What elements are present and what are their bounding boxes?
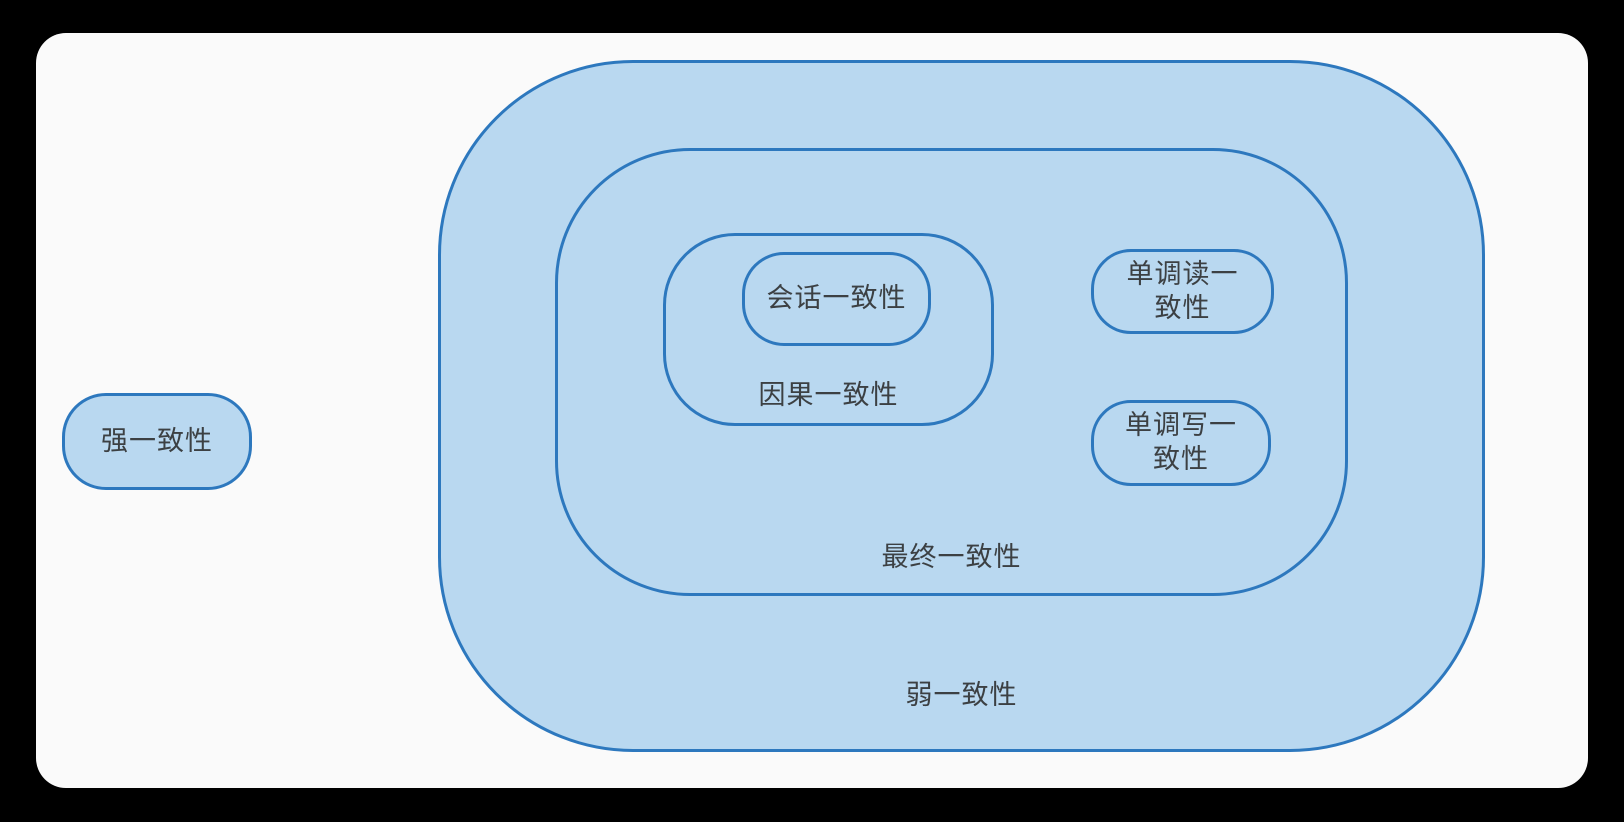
node-causal-consistency[interactable]: 因果一致性 会话一致性 (663, 233, 994, 426)
strong-consistency-label: 强一致性 (101, 425, 213, 456)
monotonic-write-consistency-label: 单调写一致性 (1125, 410, 1237, 474)
monotonic-read-consistency-label: 单调读一致性 (1126, 258, 1239, 323)
node-eventual-consistency[interactable]: 最终一致性 因果一致性 会话一致性 单调读一致性 单调写一致性 (555, 148, 1348, 596)
weak-consistency-label: 弱一致性 (905, 680, 1018, 711)
node-monotonic-write-consistency[interactable]: 单调写一致性 (1091, 400, 1271, 486)
node-session-consistency[interactable]: 会话一致性 (742, 252, 931, 346)
diagram-canvas: 强一致性 弱一致性 最终一致性 因果一致性 会话一致性 单调读一致性 单调写一致… (36, 33, 1588, 788)
eventual-consistency-label: 最终一致性 (881, 542, 1022, 573)
node-monotonic-read-consistency[interactable]: 单调读一致性 (1091, 249, 1274, 334)
causal-consistency-label: 因果一致性 (758, 380, 899, 411)
session-consistency-label: 会话一致性 (766, 283, 907, 314)
node-weak-consistency[interactable]: 弱一致性 最终一致性 因果一致性 会话一致性 单调读一致性 单调写一致性 (438, 60, 1485, 752)
node-strong-consistency[interactable]: 强一致性 (62, 393, 252, 490)
